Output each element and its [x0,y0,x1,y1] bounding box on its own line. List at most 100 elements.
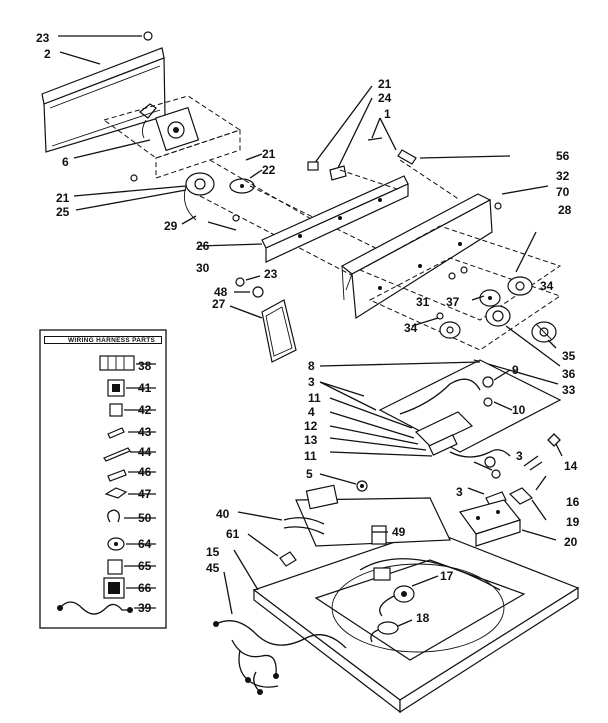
label-47: 47 [138,487,152,501]
plate-27 [261,299,297,363]
knob-34-left [439,321,461,339]
label-17: 17 [440,569,454,583]
part-16 [485,491,507,507]
label-8: 8 [308,359,315,373]
bushing-48 [252,286,264,298]
label-34-b: 34 [404,321,418,335]
bracket-40 [283,484,451,581]
label-35: 35 [562,349,576,363]
label-27: 27 [212,297,226,311]
label-70: 70 [556,185,570,199]
label-49: 49 [392,525,406,539]
clip-47-icon [104,487,128,499]
label-30: 30 [196,261,210,275]
control-rail-30 [261,175,409,263]
label-14: 14 [564,459,578,473]
callout-labels: 23 2 6 21 25 21 22 29 26 30 23 48 27 21 … [36,31,580,625]
terminal-43-icon [107,427,125,439]
knob-25 [183,172,215,221]
part-19 [508,487,534,505]
terminal-block [414,411,511,468]
label-11-b: 11 [304,449,317,463]
tie-50-icon [107,509,120,523]
label-39: 39 [138,601,152,615]
label-25: 25 [56,205,70,219]
cabinet-top-15 [252,529,580,714]
label-42: 42 [138,403,152,417]
label-3-b: 3 [516,449,523,463]
label-38: 38 [138,359,152,373]
label-37: 37 [446,295,460,309]
terminal-42-icon [109,403,123,417]
label-41: 41 [138,381,152,395]
knob-37 [479,289,501,307]
label-4: 4 [308,405,315,419]
label-16: 16 [566,495,580,509]
label-33: 33 [562,383,576,397]
label-22: 22 [262,163,276,177]
wiring-harness-box: WIRING HARNESS PARTS [39,329,167,629]
label-20: 20 [564,535,578,549]
harness-45 [215,620,347,649]
label-45: 45 [206,561,220,575]
label-31: 31 [416,295,430,309]
panel-strip [41,47,166,153]
knob-34-right [507,276,533,296]
label-1: 1 [384,107,391,121]
label-28: 28 [558,203,572,217]
label-10: 10 [512,403,526,417]
part-14 [547,433,561,447]
label-36: 36 [562,367,576,381]
terminal-44-icon [103,447,131,462]
label-19: 19 [566,515,580,529]
label-66: 66 [138,581,152,595]
label-34: 34 [540,279,554,293]
connector-65-icon [107,559,123,575]
label-11: 11 [308,391,321,405]
label-65: 65 [138,559,152,573]
label-9: 9 [512,363,519,377]
label-40: 40 [216,507,230,521]
label-3: 3 [308,375,315,389]
label-21: 21 [56,191,70,205]
label-21-b: 21 [262,147,276,161]
label-12: 12 [304,419,318,433]
label-64: 64 [138,537,152,551]
knob-36 [485,305,511,327]
label-61: 61 [226,527,240,541]
label-32: 32 [556,169,570,183]
sensor-17 [379,585,415,617]
label-26: 26 [196,239,210,253]
label-48: 48 [214,285,228,299]
label-21-c: 21 [378,77,392,91]
label-5: 5 [306,467,313,481]
label-24: 24 [378,91,392,105]
label-15: 15 [206,545,220,559]
label-3-c: 3 [456,485,463,499]
label-23: 23 [36,31,50,45]
label-23-b: 23 [264,267,278,281]
label-13: 13 [304,433,318,447]
switch-18 [370,621,399,643]
terminal-46-icon [107,469,127,482]
timer-motor [138,103,200,152]
screw-23-top [143,31,153,41]
console-panel-32 [340,193,493,320]
wiring-box-title: WIRING HARNESS PARTS [68,337,155,344]
element-bracket-8 [378,359,562,453]
label-2: 2 [44,47,51,61]
lint-housing-20 [459,499,522,547]
label-56: 56 [556,149,570,163]
label-46: 46 [138,465,152,479]
label-43: 43 [138,425,152,439]
part-61 [279,551,297,567]
label-18: 18 [416,611,430,625]
label-50: 50 [138,511,152,525]
label-44: 44 [138,445,152,459]
label-29: 29 [164,219,178,233]
harness-39-icon [59,601,130,615]
knob-35 [531,321,557,343]
label-6: 6 [62,155,69,169]
